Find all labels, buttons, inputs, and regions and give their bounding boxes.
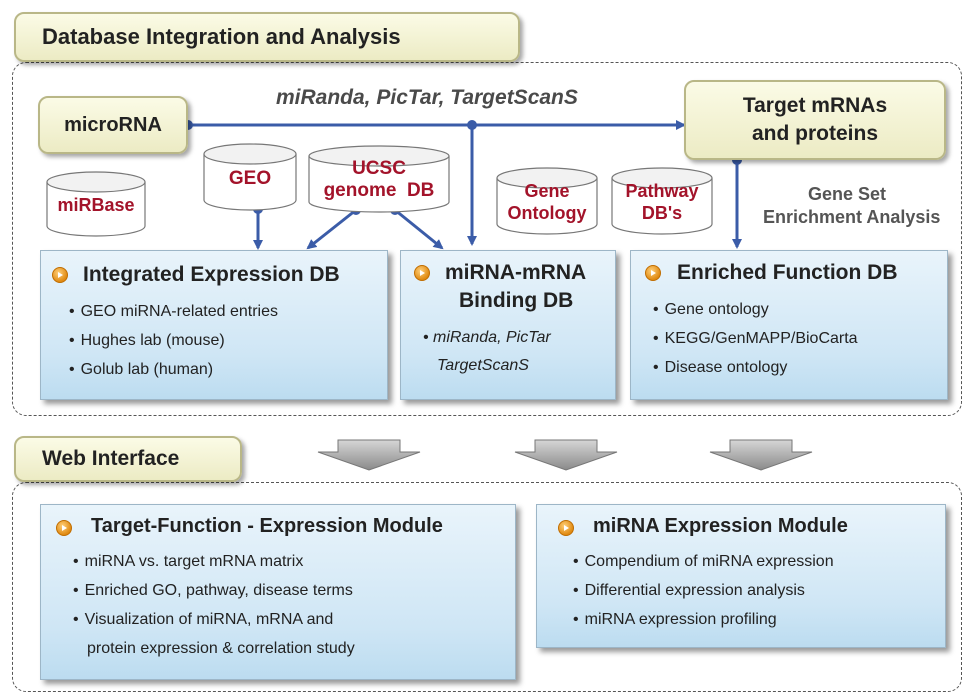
gene-ontology-label-line1: Gene <box>524 181 570 201</box>
play-bullet-icon <box>645 265 661 281</box>
target-function-continuation: protein expression & correlation study <box>87 640 355 657</box>
list-item: Visualization of miRNA, mRNA and <box>73 605 353 634</box>
microrna-label: microRNA <box>64 113 162 136</box>
algorithms-label: miRanda, PicTar, TargetScanS <box>276 86 578 109</box>
list-item: Gene ontology <box>653 295 858 324</box>
list-item: Compendium of miRNA expression <box>573 547 834 576</box>
database-integration-region <box>12 62 962 416</box>
microrna-node: microRNA <box>38 96 188 154</box>
connector-lines <box>188 120 742 250</box>
integrated-expression-db-list: GEO miRNA-related entries Hughes lab (mo… <box>69 297 278 384</box>
enriched-function-db-title: Enriched Function DB <box>677 261 898 284</box>
cylinder-mirbase <box>46 171 146 237</box>
list-item: Enriched GO, pathway, disease terms <box>73 576 353 605</box>
database-cylinders <box>46 143 713 237</box>
web-interface-region <box>12 482 962 692</box>
integrated-expression-db-panel: Integrated Expression DB GEO miRNA-relat… <box>40 250 388 400</box>
gsea-label-line2: Enrichment Analysis <box>763 207 941 227</box>
integrated-expression-db-title: Integrated Expression DB <box>83 263 340 286</box>
mirna-expression-module-panel: miRNA Expression Module Compendium of mi… <box>536 504 946 648</box>
enriched-function-db-panel: Enriched Function DB Gene ontology KEGG/… <box>630 250 948 400</box>
ucsc-to-integrated-line <box>306 208 357 250</box>
down-arrows <box>317 439 813 471</box>
list-item: Differential expression analysis <box>573 576 834 605</box>
binding-db-title-line1: miRNA-mRNA <box>445 261 587 284</box>
targets-label-line1: Target mRNAs <box>742 94 888 117</box>
ucsc-label-line1: UCSC <box>352 158 406 179</box>
ucsc-label-line2: genome DB <box>323 180 435 201</box>
cylinder-pathway <box>611 167 713 235</box>
list-item: GEO miRNA-related entries <box>69 297 278 326</box>
down-arrow-middle <box>514 439 618 471</box>
binding-db-panel: miRNA-mRNA Binding DB • miRanda, PicTar … <box>400 250 616 400</box>
down-arrow-right <box>709 439 813 471</box>
down-arrow-left <box>317 439 421 471</box>
list-item: miRNA expression profiling <box>573 605 834 634</box>
cylinder-gene-ontology <box>496 167 598 235</box>
binding-db-item-line2: TargetScanS <box>437 357 529 374</box>
cylinder-geo <box>203 143 297 211</box>
binding-db-title-line2: Binding DB <box>459 289 574 312</box>
ucsc-to-binding-line <box>394 208 444 250</box>
enriched-function-db-list: Gene ontology KEGG/GenMAPP/BioCarta Dise… <box>653 295 858 382</box>
list-item: KEGG/GenMAPP/BioCarta <box>653 324 858 353</box>
play-bullet-icon <box>414 265 430 281</box>
mirbase-label: miRBase <box>57 195 135 215</box>
targets-label-line2: and proteins <box>751 122 878 145</box>
pathway-label-line2: DB's <box>641 203 683 223</box>
geo-label: GEO <box>228 168 272 189</box>
cylinder-ucsc <box>308 145 450 213</box>
target-function-expression-module-list: miRNA vs. target mRNA matrix Enriched GO… <box>73 547 353 634</box>
list-item: miRNA vs. target mRNA matrix <box>73 547 353 576</box>
target-function-expression-module-panel: Target-Function - Expression Module miRN… <box>40 504 516 680</box>
play-bullet-icon <box>52 267 68 283</box>
play-bullet-icon <box>56 520 72 536</box>
section-title-web-interface: Web Interface <box>14 436 242 482</box>
list-item: Disease ontology <box>653 353 858 382</box>
target-function-expression-module-title: Target-Function - Expression Module <box>91 515 443 537</box>
binding-db-item-line1: • miRanda, PicTar <box>423 329 551 346</box>
mirna-expression-module-list: Compendium of miRNA expression Different… <box>573 547 834 634</box>
list-item: Golub lab (human) <box>69 355 278 384</box>
gsea-label-line1: Gene Set <box>808 184 887 204</box>
target-mrnas-node: Target mRNAs and proteins <box>684 80 946 160</box>
mirna-expression-module-title: miRNA Expression Module <box>593 515 848 537</box>
section-title-database-integration: Database Integration and Analysis <box>14 12 520 62</box>
play-bullet-icon <box>558 520 574 536</box>
pathway-label-line1: Pathway <box>625 181 699 201</box>
list-item: Hughes lab (mouse) <box>69 326 278 355</box>
gene-ontology-label-line2: Ontology <box>507 203 587 223</box>
